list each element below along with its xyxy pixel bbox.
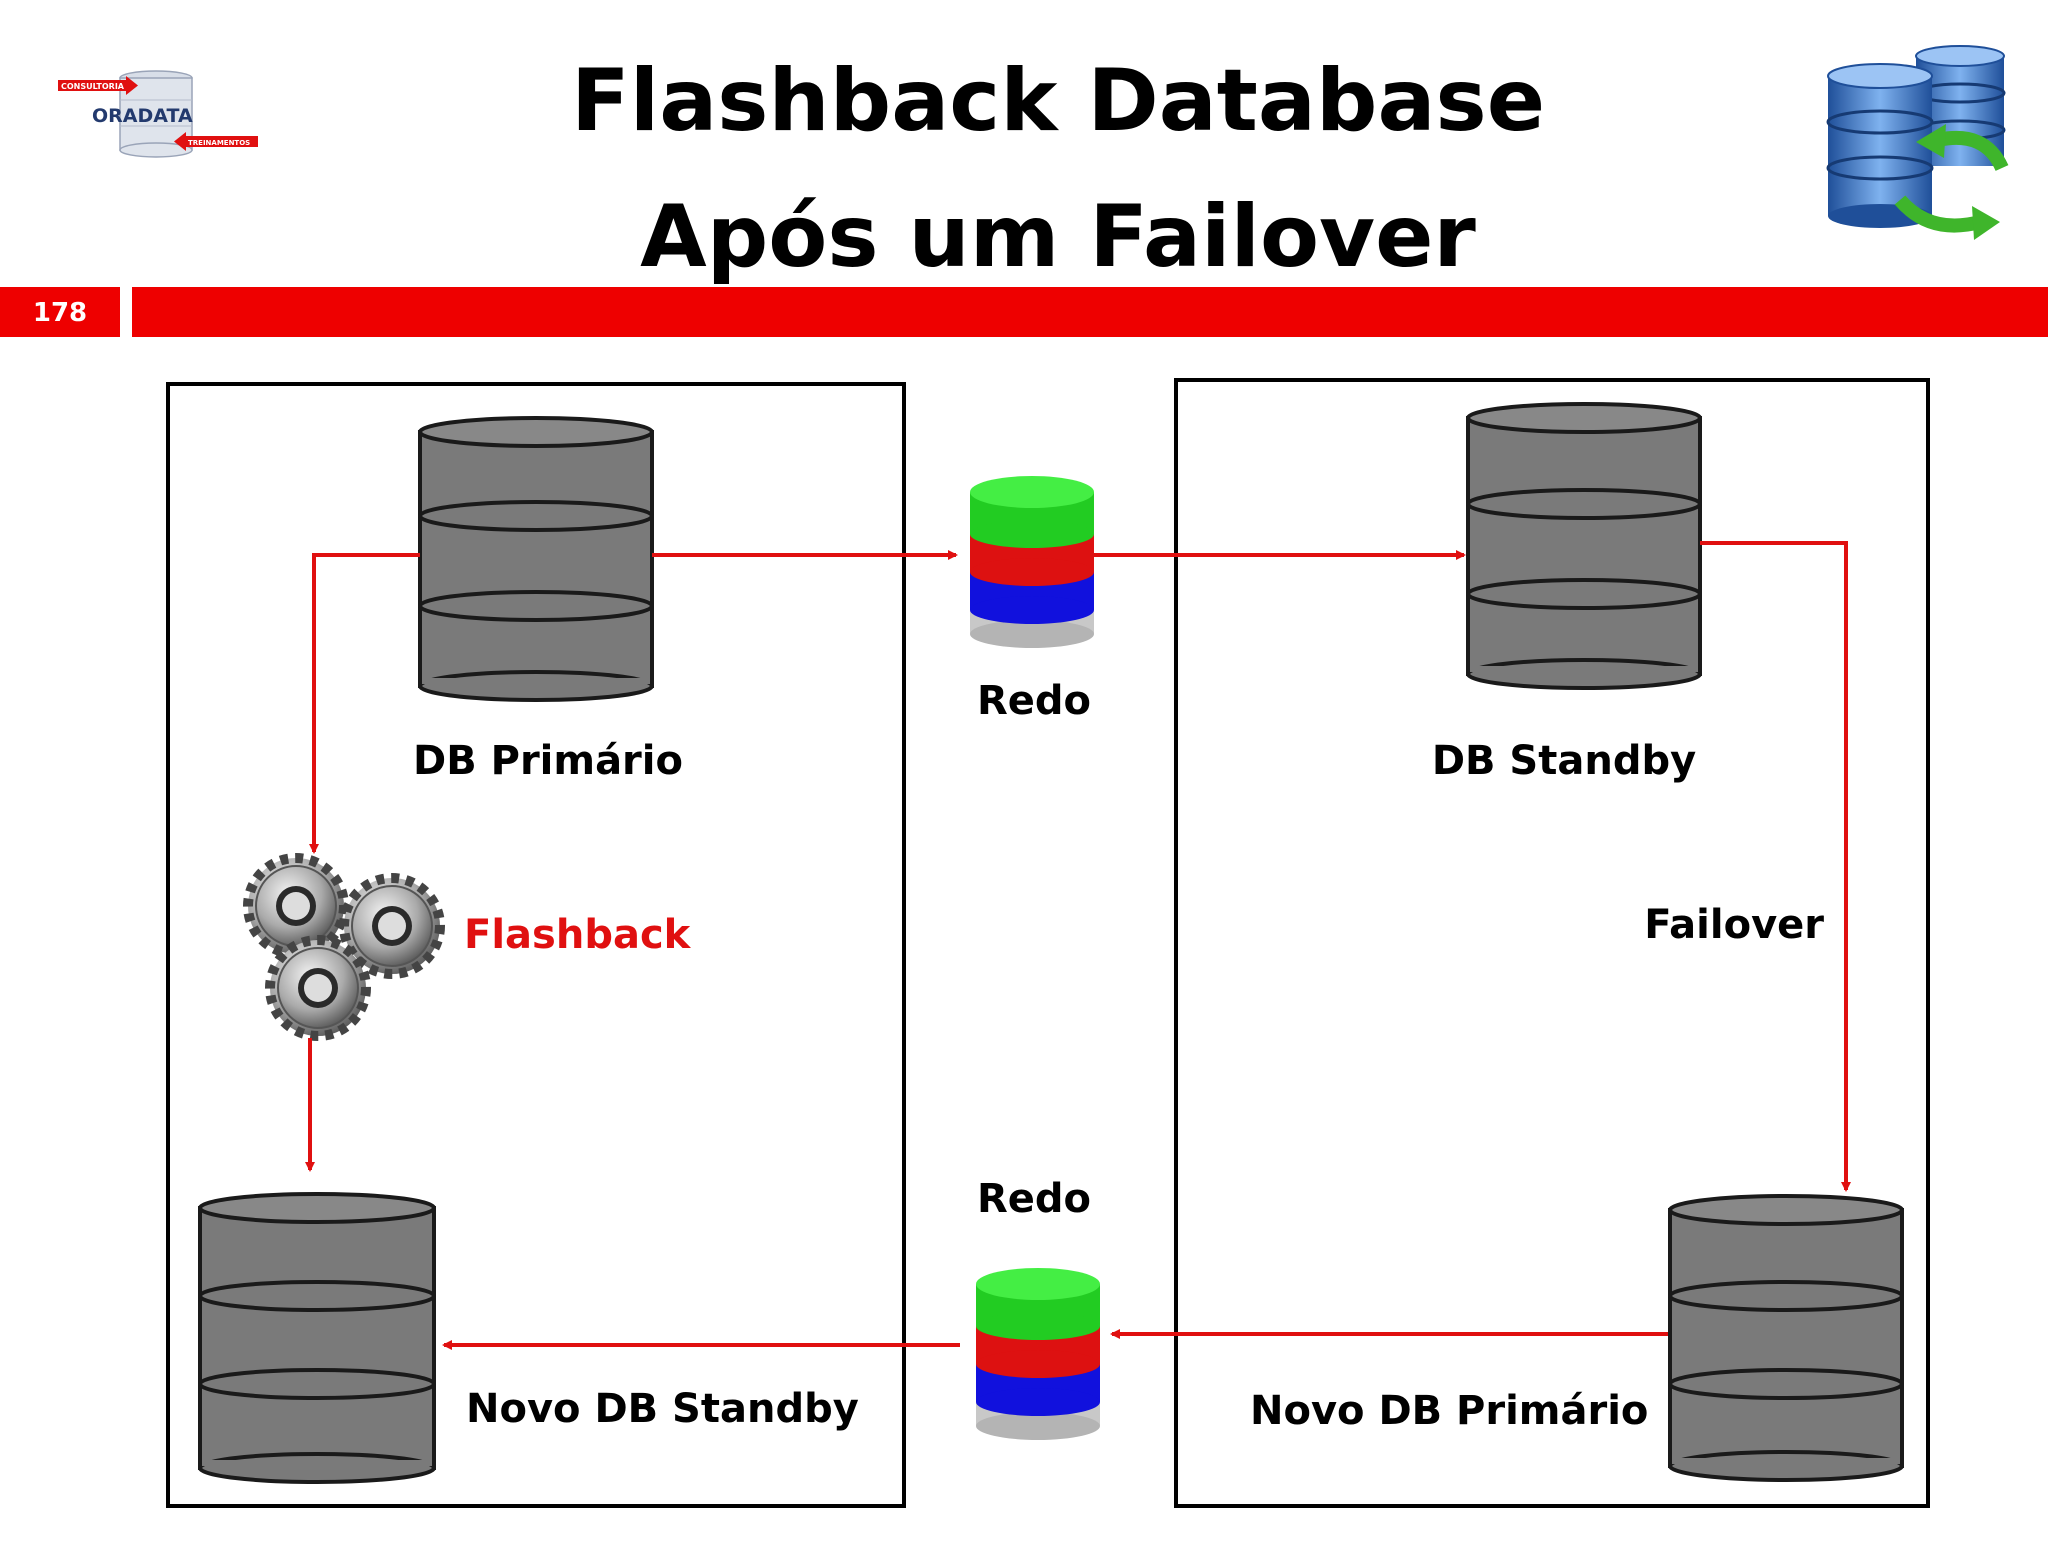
failover-label: Failover [1644, 902, 1824, 948]
left-panel [166, 382, 906, 1508]
redo-bottom-label: Redo [977, 1176, 1091, 1222]
page-number-box [0, 287, 120, 337]
slide-title-line1: Flashback Database [571, 51, 1545, 151]
gears-icon [243, 853, 445, 1041]
db-primary-label: DB Primário [413, 738, 683, 784]
right-panel [1174, 378, 1930, 1508]
arrow-primary-to-flashback [309, 553, 420, 854]
logo-tag-bottom: TREINAMENTOS [188, 139, 250, 147]
new-primary-label: Novo DB Primário [1250, 1388, 1648, 1434]
new-standby-label: Novo DB Standby [466, 1386, 859, 1432]
flashback-label: Flashback [464, 912, 692, 958]
oradata-logo: CONSULTORIA ORADATA TREINAMENTOS [58, 70, 258, 158]
redo-log-icon-top [970, 476, 1094, 648]
redo-top-label: Redo [977, 678, 1091, 724]
new-standby-db-icon [198, 1192, 436, 1484]
logo-brand: ORADATA [92, 105, 193, 127]
db-primary-icon [418, 416, 654, 702]
db-standby-label: DB Standby [1432, 738, 1696, 784]
db-standby-icon [1466, 402, 1702, 690]
slide-title-line2: Após um Failover [640, 187, 1476, 287]
new-primary-db-icon [1668, 1194, 1904, 1482]
database-sync-icon [1826, 45, 2009, 240]
redo-log-icon-bottom [976, 1268, 1100, 1440]
arrow-failover [1700, 541, 1851, 1192]
header-bar [132, 287, 2048, 337]
logo-tag-top: CONSULTORIA [61, 82, 125, 91]
page-number: 178 [33, 298, 87, 328]
